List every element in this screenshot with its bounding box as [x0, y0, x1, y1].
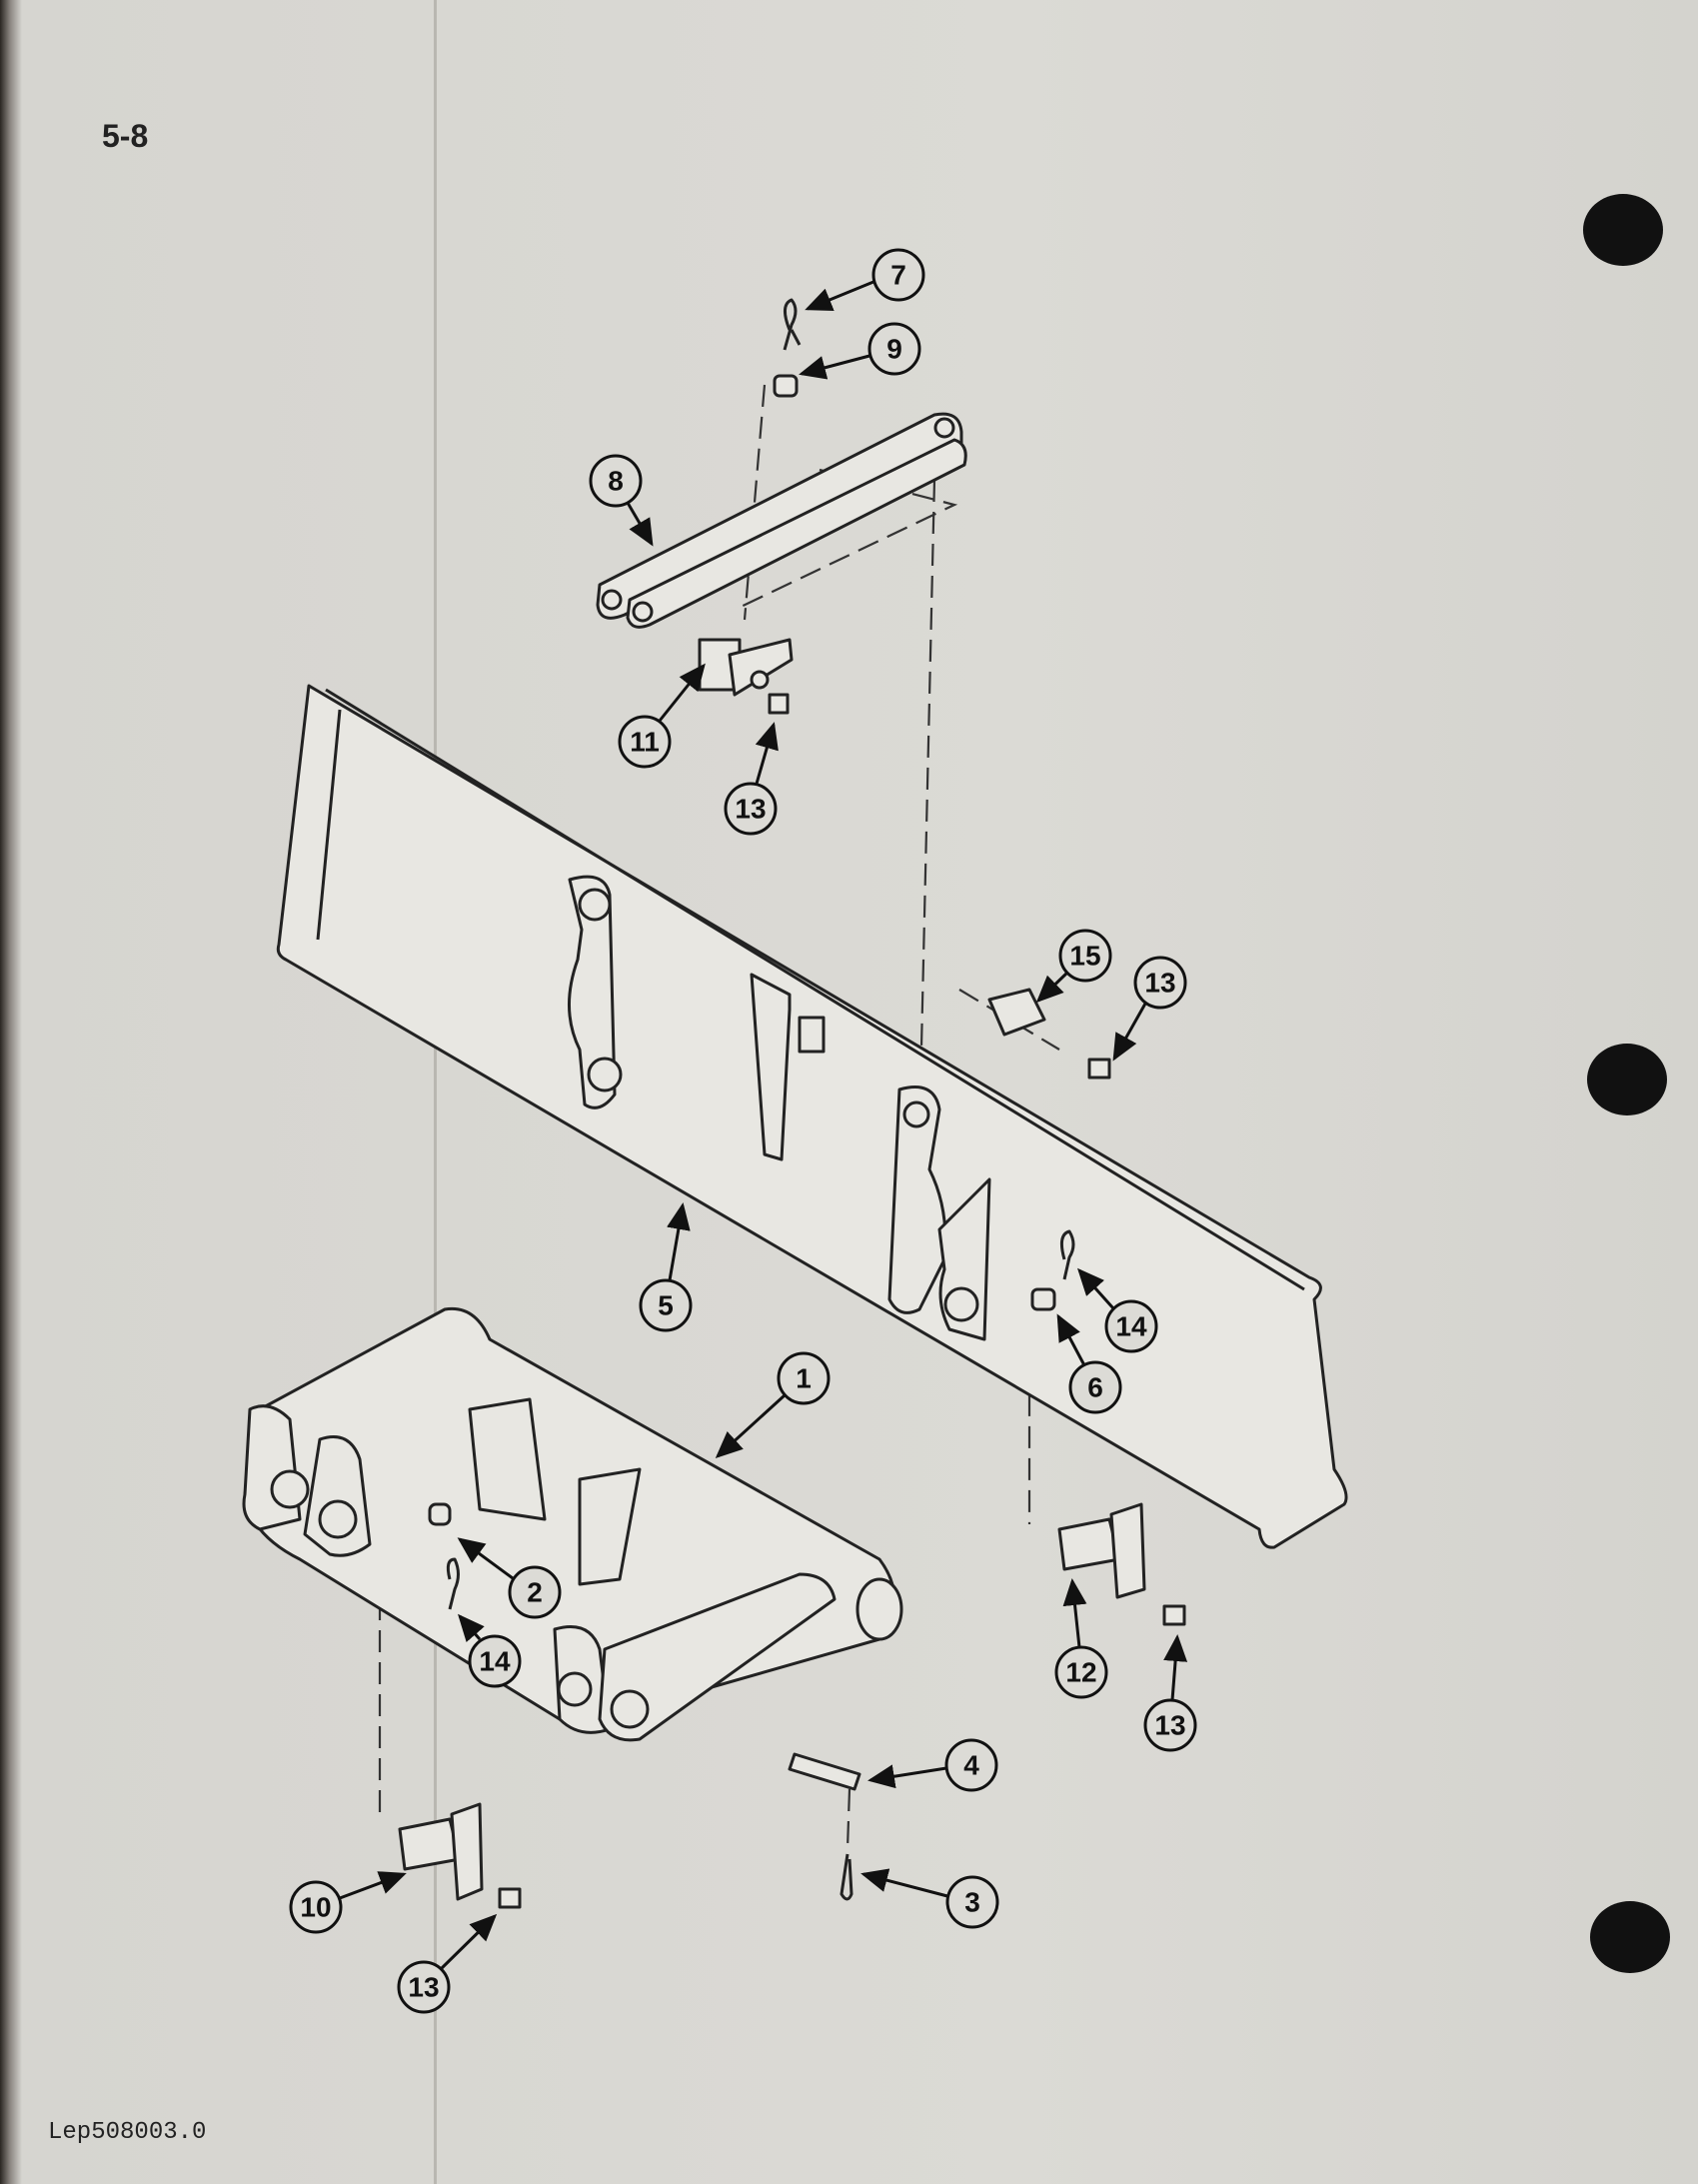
page-fold-line — [434, 0, 437, 2184]
callout-14: 14 — [1104, 1299, 1158, 1353]
grease-fitting-13 — [498, 1887, 522, 1909]
svg-text:8: 8 — [608, 466, 624, 497]
page-number: 5-8 — [102, 118, 149, 154]
pin-part-15 — [987, 988, 1046, 1037]
svg-text:14: 14 — [479, 1646, 511, 1677]
svg-text:6: 6 — [1087, 1372, 1103, 1403]
grease-fitting-13 — [768, 693, 790, 715]
hair-pin-part-7 — [783, 298, 802, 351]
svg-text:13: 13 — [1154, 1710, 1185, 1741]
callout-9: 9 — [867, 322, 921, 376]
pin-part-12 — [1057, 1517, 1121, 1571]
pin-part-2 — [428, 1502, 452, 1526]
callout-4: 4 — [944, 1738, 998, 1792]
cotter-pin-part-3 — [840, 1853, 853, 1901]
callout-leaders — [339, 280, 1188, 1971]
hair-pin-part-14 — [446, 1557, 460, 1610]
svg-text:15: 15 — [1069, 941, 1100, 972]
punch-hole — [1587, 1044, 1667, 1115]
svg-text:12: 12 — [1065, 1657, 1096, 1688]
svg-text:4: 4 — [963, 1750, 979, 1781]
callout-13: 13 — [397, 1960, 451, 2014]
callout-13: 13 — [1133, 956, 1187, 1010]
svg-text:5: 5 — [658, 1290, 674, 1321]
pin-part-6 — [1030, 1287, 1056, 1311]
callout-1: 1 — [777, 1351, 831, 1405]
roll-pin-part-4 — [788, 1752, 861, 1791]
callout-15: 15 — [1058, 929, 1112, 983]
callout-13: 13 — [1143, 1698, 1197, 1752]
svg-text:3: 3 — [964, 1887, 980, 1918]
svg-text:13: 13 — [735, 794, 766, 825]
callout-13: 13 — [724, 782, 778, 836]
svg-text:13: 13 — [1144, 968, 1175, 999]
svg-text:2: 2 — [527, 1577, 543, 1608]
grease-fitting-13 — [1087, 1058, 1111, 1080]
pin-part-9 — [773, 374, 799, 398]
grease-fitting-13 — [1162, 1604, 1186, 1626]
figure-id: Lep508003.0 — [48, 2119, 207, 2146]
svg-text:10: 10 — [300, 1892, 331, 1923]
punch-hole — [1590, 1901, 1670, 1973]
svg-text:13: 13 — [408, 1972, 439, 2003]
callout-8: 8 — [589, 454, 643, 508]
hardware-top — [698, 298, 1111, 1311]
callout-11: 11 — [618, 715, 672, 769]
hair-pin-part-14 — [1059, 1229, 1075, 1280]
callout-7: 7 — [871, 248, 925, 302]
callout-10: 10 — [289, 1880, 343, 1934]
svg-text:1: 1 — [796, 1363, 812, 1394]
callout-6: 6 — [1068, 1360, 1122, 1414]
callout-5: 5 — [639, 1278, 693, 1332]
callout-3: 3 — [945, 1875, 999, 1929]
callout-14: 14 — [468, 1634, 522, 1688]
svg-text:14: 14 — [1115, 1311, 1147, 1342]
link-part-8 — [596, 412, 967, 629]
svg-text:11: 11 — [630, 727, 660, 758]
hardware-bottom — [398, 1502, 1186, 1909]
svg-text:7: 7 — [890, 260, 906, 291]
svg-text:9: 9 — [886, 334, 902, 365]
callout-2: 2 — [508, 1565, 562, 1619]
pin-part-10 — [398, 1817, 462, 1871]
callout-12: 12 — [1054, 1645, 1108, 1699]
frame-part-1 — [242, 1306, 903, 1742]
punch-hole — [1583, 194, 1663, 266]
callouts: 7 9 8 11 13 15 13 5 14 6 1 2 14 12 13 4 … — [289, 248, 1197, 2014]
